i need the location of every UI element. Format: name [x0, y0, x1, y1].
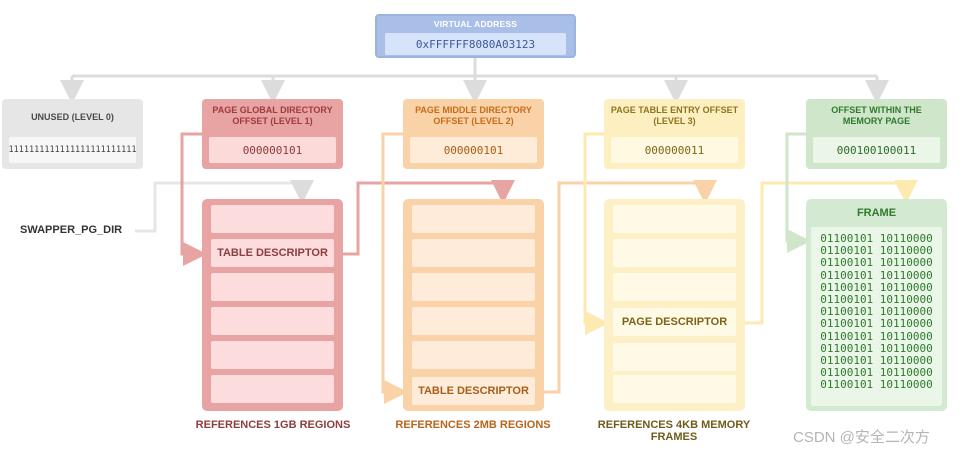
level-2-label: PAGE MIDDLE DIRECTORY OFFSET (LEVEL 2)	[415, 105, 532, 126]
table-row	[613, 375, 736, 403]
table-3-caption: REFERENCES 4KB MEMORY FRAMES	[597, 419, 751, 443]
level-2-pmd-box: PAGE MIDDLE DIRECTORY OFFSET (LEVEL 2) 0…	[403, 99, 544, 169]
frame-content: 01100101 10110000 01100101 10110000 0110…	[811, 227, 942, 406]
level-0-unused-box: UNUSED (LEVEL 0) 11111111111111111111111…	[2, 99, 143, 169]
table-row	[412, 273, 535, 301]
memory-frame: FRAME 01100101 10110000 01100101 1011000…	[806, 199, 947, 411]
swapper-pg-dir-label: SWAPPER_PG_DIR	[20, 224, 123, 236]
virtual-address-value: 0xFFFFFF8080A03123	[385, 33, 566, 55]
table-descriptor-row: TABLE DESCRIPTOR	[211, 239, 334, 267]
frame-bits: 01100101 10110000 01100101 10110000 0110…	[820, 232, 933, 392]
level-3-value: 000000011	[611, 137, 738, 163]
level-1-pgd-box: PAGE GLOBAL DIRECTORY OFFSET (LEVEL 1) 0…	[202, 99, 343, 169]
table-row	[412, 307, 535, 335]
table-row	[211, 307, 334, 335]
table-1-caption: REFERENCES 1GB REGIONS	[195, 419, 351, 431]
level-1-value: 000000101	[209, 137, 336, 163]
pte-table: PAGE DESCRIPTOR	[604, 199, 745, 411]
pgd-table: TABLE DESCRIPTOR	[202, 199, 343, 411]
level-3-label: PAGE TABLE ENTRY OFFSET (LEVEL 3)	[610, 105, 739, 126]
page-offset-box: OFFSET WITHIN THE MEMORY PAGE 0001001000…	[806, 99, 947, 169]
watermark: CSDN @安全二次方	[793, 429, 930, 446]
table-row	[613, 273, 736, 301]
table-row	[211, 273, 334, 301]
table-row	[412, 205, 535, 233]
virtual-address-box: VIRTUAL ADDRESS 0xFFFFFF8080A03123	[375, 14, 576, 58]
table-2-caption: REFERENCES 2MB REGIONS	[395, 419, 551, 431]
level-0-label: UNUSED (LEVEL 0)	[31, 112, 114, 122]
table-row	[412, 341, 535, 369]
level-2-value: 000000101	[410, 137, 537, 163]
table-row	[613, 239, 736, 267]
table-row	[211, 375, 334, 403]
level-0-value: 1111111111111111111111111	[9, 137, 136, 163]
table-row	[211, 341, 334, 369]
page-offset-label: OFFSET WITHIN THE MEMORY PAGE	[831, 105, 922, 126]
table-row	[211, 205, 334, 233]
page-offset-value: 000100100011	[813, 137, 940, 163]
level-3-pte-box: PAGE TABLE ENTRY OFFSET (LEVEL 3) 000000…	[604, 99, 745, 169]
level-1-label: PAGE GLOBAL DIRECTORY OFFSET (LEVEL 1)	[212, 105, 333, 126]
pmd-table: TABLE DESCRIPTOR	[403, 199, 544, 411]
table-row	[412, 239, 535, 267]
page-descriptor-row: PAGE DESCRIPTOR	[613, 308, 736, 336]
table-descriptor-row: TABLE DESCRIPTOR	[412, 377, 535, 405]
table-row	[613, 343, 736, 371]
virtual-address-label: VIRTUAL ADDRESS	[433, 19, 518, 29]
table-row	[613, 205, 736, 233]
frame-label: FRAME	[856, 207, 897, 219]
